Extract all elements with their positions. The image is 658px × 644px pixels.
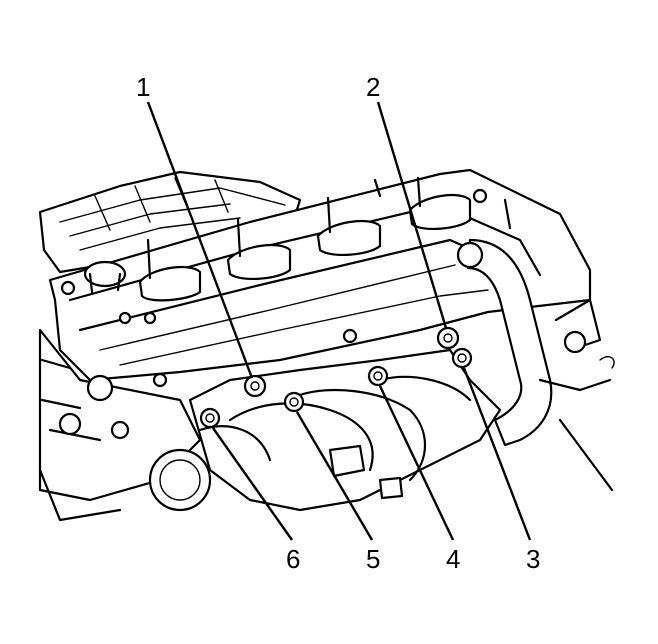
leader-4 [378, 385, 455, 541]
intake-manifold [38, 170, 302, 274]
bolts [199, 326, 473, 429]
bolt-3 [451, 347, 473, 369]
leader-lines [146, 101, 532, 541]
exhaust-manifold [148, 348, 502, 512]
cylinder-head-cover [48, 168, 592, 388]
callout-2: 2 [366, 72, 380, 102]
leader-3 [462, 367, 532, 541]
callout-3: 3 [526, 544, 540, 574]
leader-1 [146, 101, 254, 379]
bolt-2 [436, 326, 460, 350]
callout-4: 4 [446, 544, 460, 574]
bolt-6 [199, 407, 221, 429]
bolt-1 [243, 374, 267, 398]
bolt-5 [283, 391, 305, 413]
callout-5: 5 [366, 544, 380, 574]
callout-6: 6 [286, 544, 300, 574]
bolt-4 [367, 365, 389, 387]
coolant-hose [456, 238, 615, 492]
callout-1: 1 [136, 72, 150, 102]
callouts: 1 2 3 4 5 6 [136, 72, 540, 574]
leader-2 [376, 101, 448, 329]
leader-5 [295, 411, 374, 541]
leader-6 [212, 427, 293, 541]
